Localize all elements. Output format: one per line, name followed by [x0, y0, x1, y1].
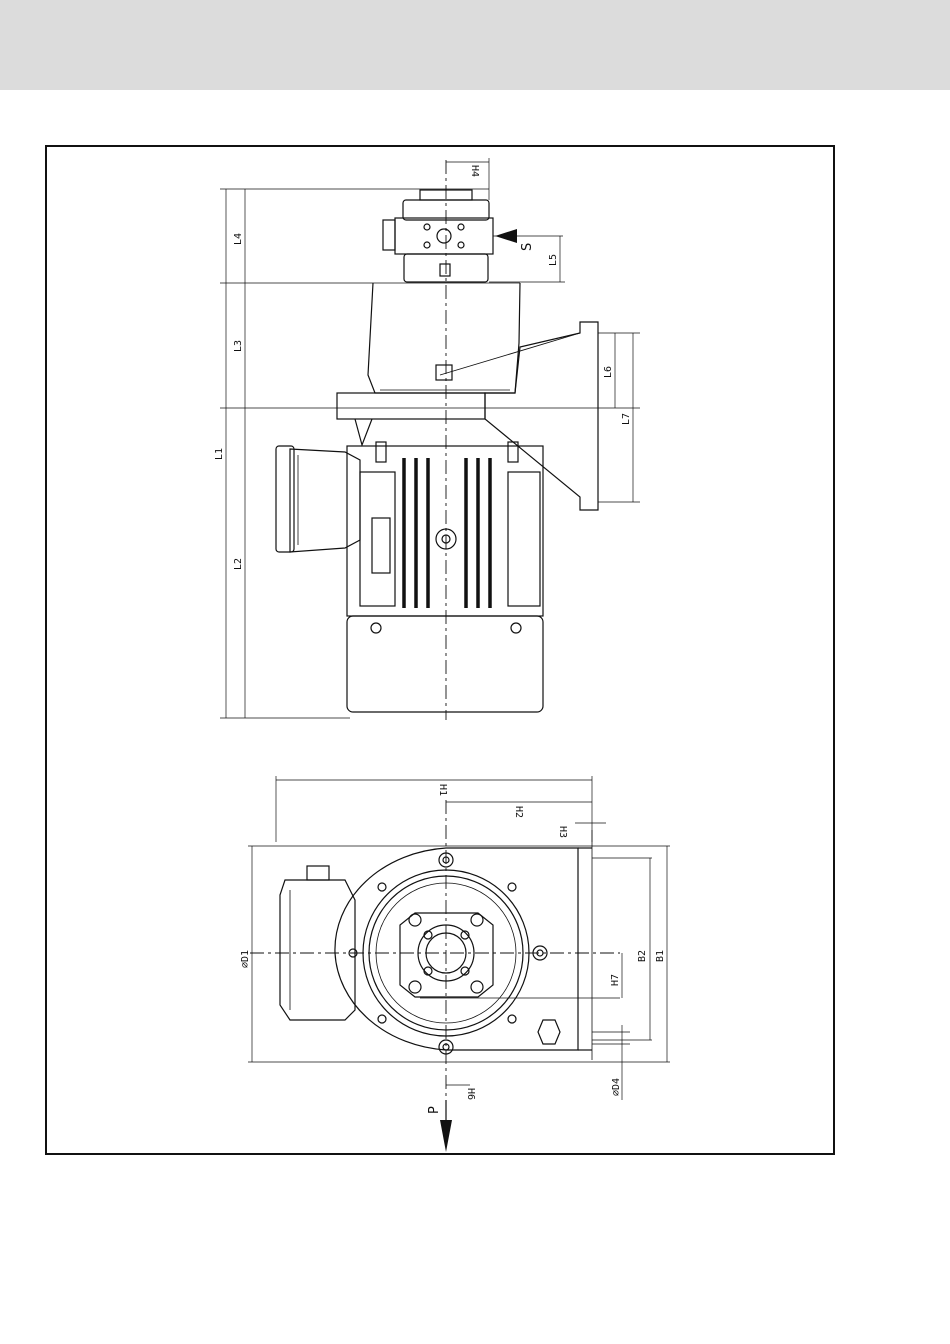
- top-view: [248, 776, 670, 1152]
- label-l1: L1: [214, 448, 225, 460]
- label-l2: L2: [233, 558, 244, 570]
- marking-symbol: [538, 1020, 560, 1044]
- motor: [347, 442, 543, 712]
- label-p: P: [427, 1106, 442, 1114]
- label-l6: L6: [603, 366, 614, 378]
- label-b2: B2: [637, 950, 648, 962]
- pump-head-top: [400, 913, 620, 998]
- lantern-housing: [368, 283, 520, 393]
- base-flange: [335, 848, 578, 1050]
- label-l4: L4: [233, 233, 244, 245]
- label-l5: L5: [548, 254, 559, 266]
- label-h2: H2: [513, 806, 524, 818]
- label-d4: ⌀D4: [611, 1078, 622, 1096]
- label-h1: H1: [437, 784, 448, 796]
- pump-head: [383, 190, 493, 282]
- label-h7: H7: [610, 974, 621, 986]
- label-l7: L7: [621, 413, 632, 425]
- label-h6: H6: [465, 1088, 476, 1100]
- side-view: [220, 158, 640, 720]
- label-d1: ⌀D1: [240, 950, 251, 968]
- terminal-box-top: [280, 866, 355, 1020]
- label-s: S: [520, 243, 535, 251]
- label-l3: L3: [233, 340, 244, 352]
- label-h3: H3: [557, 826, 568, 838]
- label-b1: B1: [655, 950, 666, 962]
- label-h4: H4: [469, 165, 480, 177]
